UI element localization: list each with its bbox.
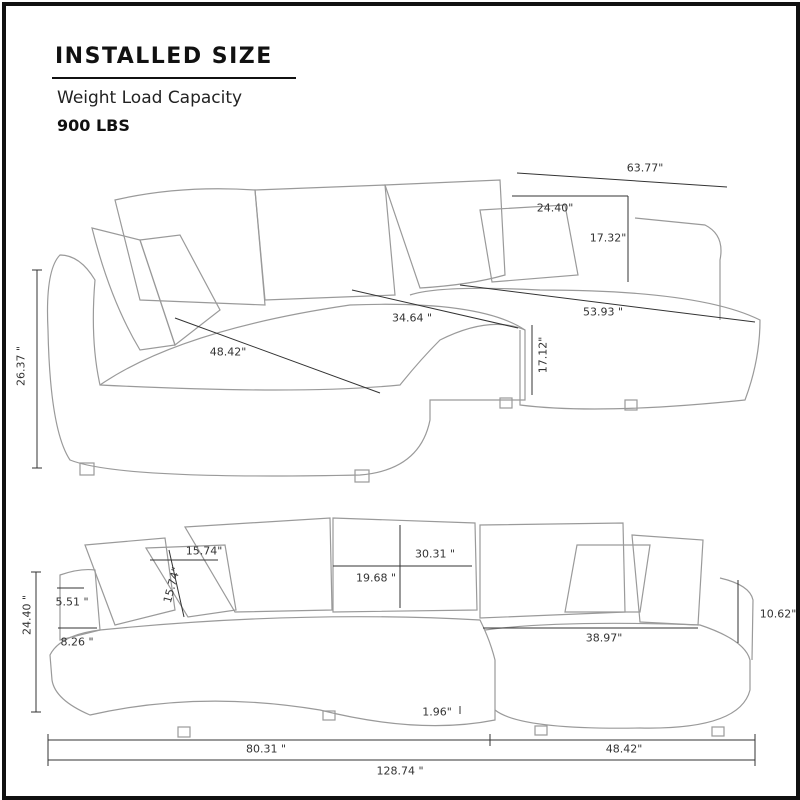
dim-leg-height: 1.96" — [422, 705, 452, 719]
dim-seat-depth-middle: 34.64 " — [391, 311, 433, 325]
dimension-lines — [31, 172, 756, 766]
title-underline — [52, 77, 296, 79]
dim-seat-depth-left: 48.42" — [209, 345, 247, 359]
dim-arm-width-bottom: 8.26 " — [60, 635, 94, 649]
sofa-perspective-drawing — [46, 179, 761, 483]
dim-overall-chaise-width: 63.77" — [626, 161, 664, 175]
dim-pillow-width-front: 15.74" — [185, 544, 223, 558]
sofa-front-drawing — [49, 517, 754, 738]
weight-capacity-value: 900 LBS — [57, 116, 130, 135]
dim-overall-height-top: 26.37 " — [14, 345, 28, 387]
dim-total-width: 128.74 " — [376, 764, 424, 778]
dim-overall-height-front: 24.40 " — [20, 594, 34, 636]
page-title: INSTALLED SIZE — [55, 44, 273, 69]
dim-chaise-length: 53.93 " — [582, 305, 624, 319]
weight-capacity-label: Weight Load Capacity — [57, 88, 243, 108]
dim-back-height: 17.32" — [589, 231, 627, 245]
dim-pillow-width: 24.40" — [536, 201, 574, 215]
dim-seat-height: 17.12" — [536, 336, 550, 374]
dim-arm-height: 10.62" — [759, 607, 797, 621]
dim-left-section-width: 80.31 " — [245, 742, 287, 756]
dim-arm-width-top: 5.51 " — [55, 595, 89, 609]
dim-chaise-seat-width: 38.97" — [585, 631, 623, 645]
dim-back-cushion-width: 19.68 " — [355, 571, 397, 585]
dim-right-section-width: 48.42" — [605, 742, 643, 756]
dim-back-cushion-height: 30.31 " — [414, 547, 456, 561]
